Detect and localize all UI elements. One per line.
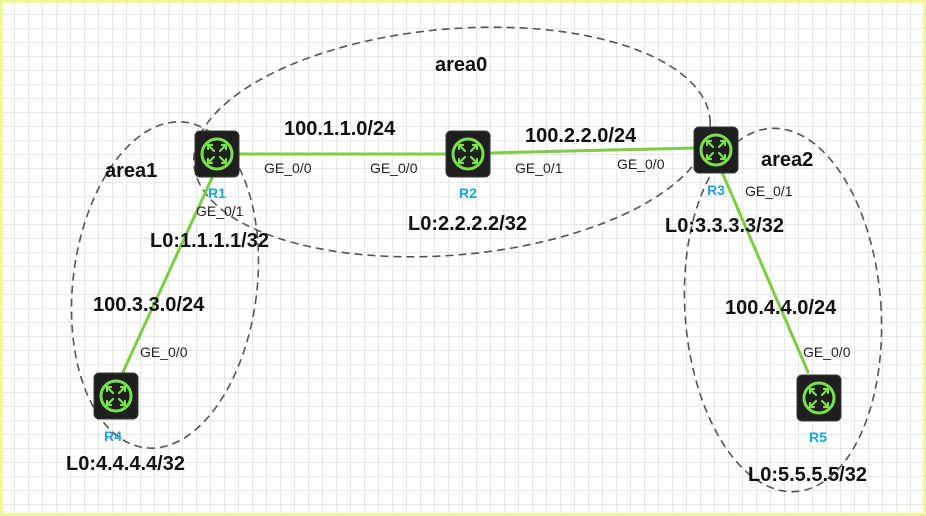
interface-label-r3-ge00: GE_0/0	[617, 156, 665, 172]
interface-label-r2-ge00: GE_0/0	[370, 160, 418, 176]
interface-label-r4-ge00: GE_0/0	[140, 344, 188, 360]
router-name-r2: R2	[459, 185, 477, 201]
interface-label-r1-ge01: GE_0/1	[196, 203, 244, 219]
loopback-label-r1: L0:1.1.1.1/32	[150, 230, 269, 252]
router-icon-r2[interactable]	[444, 129, 492, 179]
link-r2-r3	[488, 146, 696, 155]
router-icon-r3[interactable]	[692, 125, 740, 175]
router-name-r5: R5	[809, 429, 827, 445]
area1-label: area1	[105, 160, 157, 182]
interface-label-r3-ge01: GE_0/1	[745, 183, 793, 199]
loopback-label-r2: L0:2.2.2.2/32	[408, 213, 527, 235]
link-r1-r4	[121, 176, 214, 374]
area2-label: area2	[761, 149, 813, 171]
network-label-r2-r3: 100.2.2.0/24	[525, 125, 637, 147]
router-name-r1: R1	[208, 185, 226, 201]
area1-boundary	[70, 121, 260, 449]
interface-label-r5-ge00: GE_0/0	[803, 344, 851, 360]
area0-label: area0	[435, 54, 487, 76]
interface-label-r1-ge00: GE_0/0	[264, 160, 312, 176]
network-label-r1-r4: 100.3.3.0/24	[93, 294, 205, 316]
link-r3-r5	[720, 170, 810, 374]
area2-boundary	[683, 127, 883, 493]
loopback-label-r4: L0:4.4.4.4/32	[66, 453, 185, 475]
area0-boundary	[192, 26, 712, 258]
loopback-label-r3: L0:3.3.3.3/32	[665, 215, 784, 237]
interface-label-r2-ge01: GE_0/1	[515, 160, 563, 176]
loopback-label-r5: L0:5.5.5.5/32	[748, 464, 867, 486]
network-label-r3-r5: 100.4.4.0/24	[725, 297, 837, 319]
router-icon-r5[interactable]	[795, 373, 843, 423]
router-icon-r1[interactable]	[193, 129, 241, 179]
router-name-r3: R3	[707, 182, 725, 198]
network-label-r1-r2: 100.1.1.0/24	[284, 118, 396, 140]
router-icon-r4[interactable]	[92, 371, 140, 421]
router-name-r4: R4	[104, 428, 122, 444]
